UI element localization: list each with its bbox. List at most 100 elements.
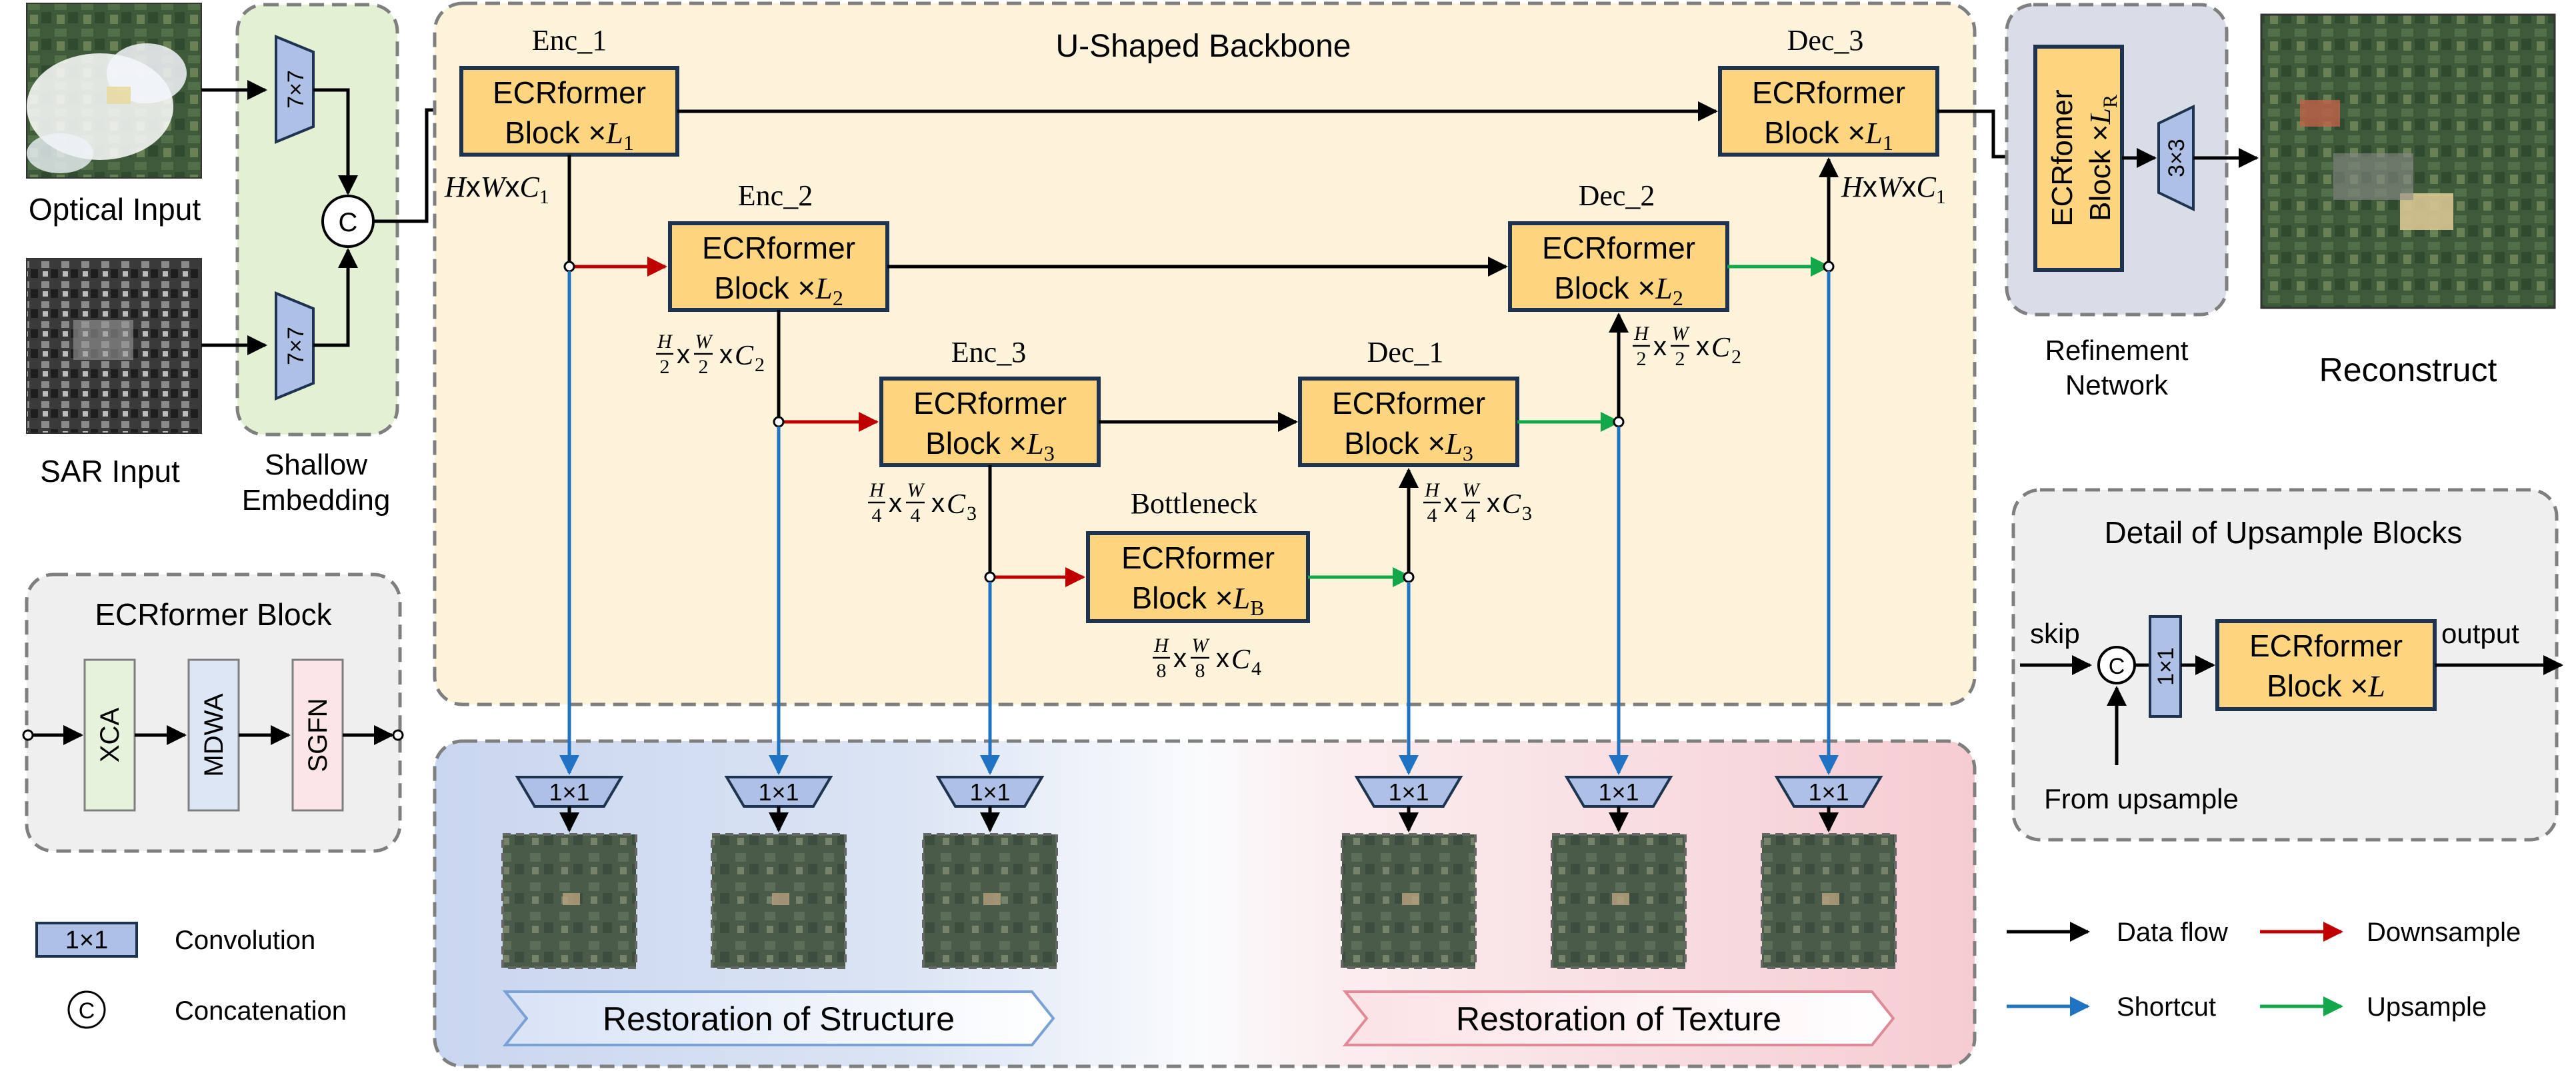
- svg-text:HxWxC1: HxWxC1: [1841, 171, 1946, 208]
- svg-text:Restoration of Texture: Restoration of Texture: [1456, 1000, 1781, 1038]
- svg-text:Block ×L2: Block ×L2: [714, 271, 843, 310]
- svg-text:H: H: [869, 479, 885, 501]
- block-dec3: ECRformer Block ×L1: [1718, 66, 1939, 157]
- svg-text:x: x: [719, 340, 733, 369]
- legend-concatenation: C Concatenation: [67, 990, 347, 1029]
- concat-symbol: C: [321, 195, 375, 248]
- svg-text:x: x: [1653, 332, 1667, 361]
- conv7-optical: 7×7: [275, 35, 315, 144]
- dim-label-enc3: H 4 x W 4 x C 3: [868, 479, 977, 527]
- svg-text:2: 2: [1731, 346, 1741, 368]
- svg-text:Shortcut: Shortcut: [2117, 992, 2216, 1022]
- shallow-label-1: Shallow: [265, 449, 367, 481]
- shallow-label-2: Embedding: [242, 484, 391, 517]
- reconstruct-image: [2260, 13, 2556, 309]
- restoration-conv-4: 1×1: [1354, 776, 1463, 808]
- svg-text:2: 2: [660, 356, 670, 378]
- restoration-output-image-1: [501, 833, 637, 969]
- restoration-conv-2: 1×1: [724, 776, 833, 808]
- svg-text:ECRformer: ECRformer: [702, 231, 855, 265]
- refinement-block: ECRfomer Block ×LR: [2033, 45, 2124, 272]
- svg-text:ECRfomer: ECRfomer: [2046, 89, 2079, 226]
- svg-text:x: x: [1696, 332, 1709, 361]
- svg-text:4: 4: [1251, 658, 1261, 680]
- backbone-panel: [433, 1, 1977, 706]
- refinement-label-2: Network: [2065, 369, 2169, 401]
- svg-text:Concatenation: Concatenation: [175, 996, 347, 1026]
- svg-text:2: 2: [755, 354, 765, 376]
- svg-text:x: x: [677, 340, 690, 369]
- svg-text:2: 2: [1637, 348, 1647, 370]
- svg-text:x: x: [931, 489, 945, 518]
- svg-text:HxWxC1: HxWxC1: [444, 171, 549, 208]
- dim-label-dec1: H 4 x W 4 x C 3: [1423, 479, 1532, 527]
- legend-data-flow: Data flow: [2007, 918, 2228, 947]
- restoration-conv-1: 1×1: [515, 776, 624, 808]
- svg-text:2: 2: [1675, 348, 1685, 370]
- stage-enc2: Enc_2: [738, 179, 813, 212]
- restoration-output-image-6: [1761, 833, 1897, 969]
- upsample-detail-title: Detail of Upsample Blocks: [2105, 515, 2463, 550]
- refinement-label-1: Refinement: [2045, 335, 2189, 366]
- svg-text:1×1: 1×1: [2153, 647, 2179, 686]
- svg-text:MDWA: MDWA: [199, 693, 229, 776]
- svg-text:ECRformer: ECRformer: [2249, 628, 2403, 663]
- legend-convolution: 1×1 Convolution: [35, 922, 315, 958]
- stage-dec2: Dec_2: [1579, 179, 1655, 212]
- dim-label-dec3: HxWxC1: [1841, 171, 1946, 208]
- svg-text:C: C: [339, 208, 358, 237]
- svg-text:x: x: [1173, 644, 1187, 673]
- svg-text:x: x: [1487, 489, 1500, 518]
- structure-chevron: Restoration of Structure: [502, 990, 1055, 1046]
- svg-text:ECRformer: ECRformer: [1752, 75, 1905, 110]
- svg-text:W: W: [1672, 323, 1691, 345]
- texture-chevron: Restoration of Texture: [1342, 990, 1895, 1046]
- svg-text:W: W: [695, 331, 714, 353]
- svg-text:Downsample: Downsample: [2367, 918, 2521, 947]
- restoration-conv-6: 1×1: [1774, 776, 1883, 808]
- svg-text:W: W: [1192, 634, 1211, 656]
- svg-text:Block ×L3: Block ×L3: [1344, 426, 1473, 465]
- stage-bottleneck: Bottleneck: [1131, 487, 1258, 520]
- reconstruct-label: Reconstruct: [2319, 351, 2497, 389]
- svg-text:Block ×L3: Block ×L3: [925, 426, 1055, 465]
- sar-input-label: SAR Input: [40, 454, 180, 489]
- svg-text:W: W: [1463, 479, 1481, 501]
- svg-text:ECRformer: ECRformer: [913, 386, 1067, 421]
- dim-label-dec2: H 2 x W 2 x C 2: [1633, 323, 1741, 370]
- svg-text:SGFN: SGFN: [303, 698, 333, 772]
- svg-text:3: 3: [967, 503, 977, 525]
- restoration-conv-5: 1×1: [1564, 776, 1673, 808]
- block-enc1: ECRformer Block ×L1: [459, 66, 679, 157]
- svg-text:1×1: 1×1: [1808, 778, 1849, 806]
- restoration-output-image-4: [1341, 833, 1477, 969]
- svg-text:4: 4: [1427, 505, 1437, 527]
- svg-text:8: 8: [1157, 660, 1167, 682]
- stage-enc1: Enc_1: [532, 24, 607, 57]
- svg-text:XCA: XCA: [95, 708, 125, 763]
- svg-text:ECRformer: ECRformer: [1121, 540, 1275, 575]
- conv3-refine: 3×3: [2157, 104, 2195, 212]
- dim-label-enc2: H 2 x W 2 x C 2: [656, 331, 765, 378]
- svg-text:2: 2: [699, 356, 709, 378]
- restoration-output-image-3: [922, 833, 1058, 969]
- stage-enc3: Enc_3: [951, 336, 1026, 369]
- svg-text:x: x: [1444, 489, 1457, 518]
- legend-shortcut: Shortcut: [2007, 992, 2216, 1022]
- svg-text:1×1: 1×1: [65, 926, 108, 954]
- svg-text:Block ×LR: Block ×LR: [2084, 95, 2121, 221]
- block-dec1: ECRformer Block ×L3: [1298, 377, 1519, 467]
- sar-input-image: [26, 258, 202, 434]
- svg-text:H: H: [1633, 323, 1650, 345]
- svg-text:4: 4: [1466, 505, 1476, 527]
- svg-text:3×3: 3×3: [2164, 139, 2189, 177]
- sgfn-box: SGFN: [291, 658, 344, 812]
- stage-dec3: Dec_3: [1787, 24, 1864, 57]
- upsample-ecr-block: ECRformer Block ×L: [2215, 619, 2437, 711]
- svg-text:C: C: [1231, 644, 1251, 675]
- svg-text:C: C: [1711, 333, 1731, 363]
- svg-text:H: H: [657, 331, 673, 353]
- svg-text:1×1: 1×1: [1598, 778, 1639, 806]
- svg-text:3: 3: [1522, 503, 1532, 525]
